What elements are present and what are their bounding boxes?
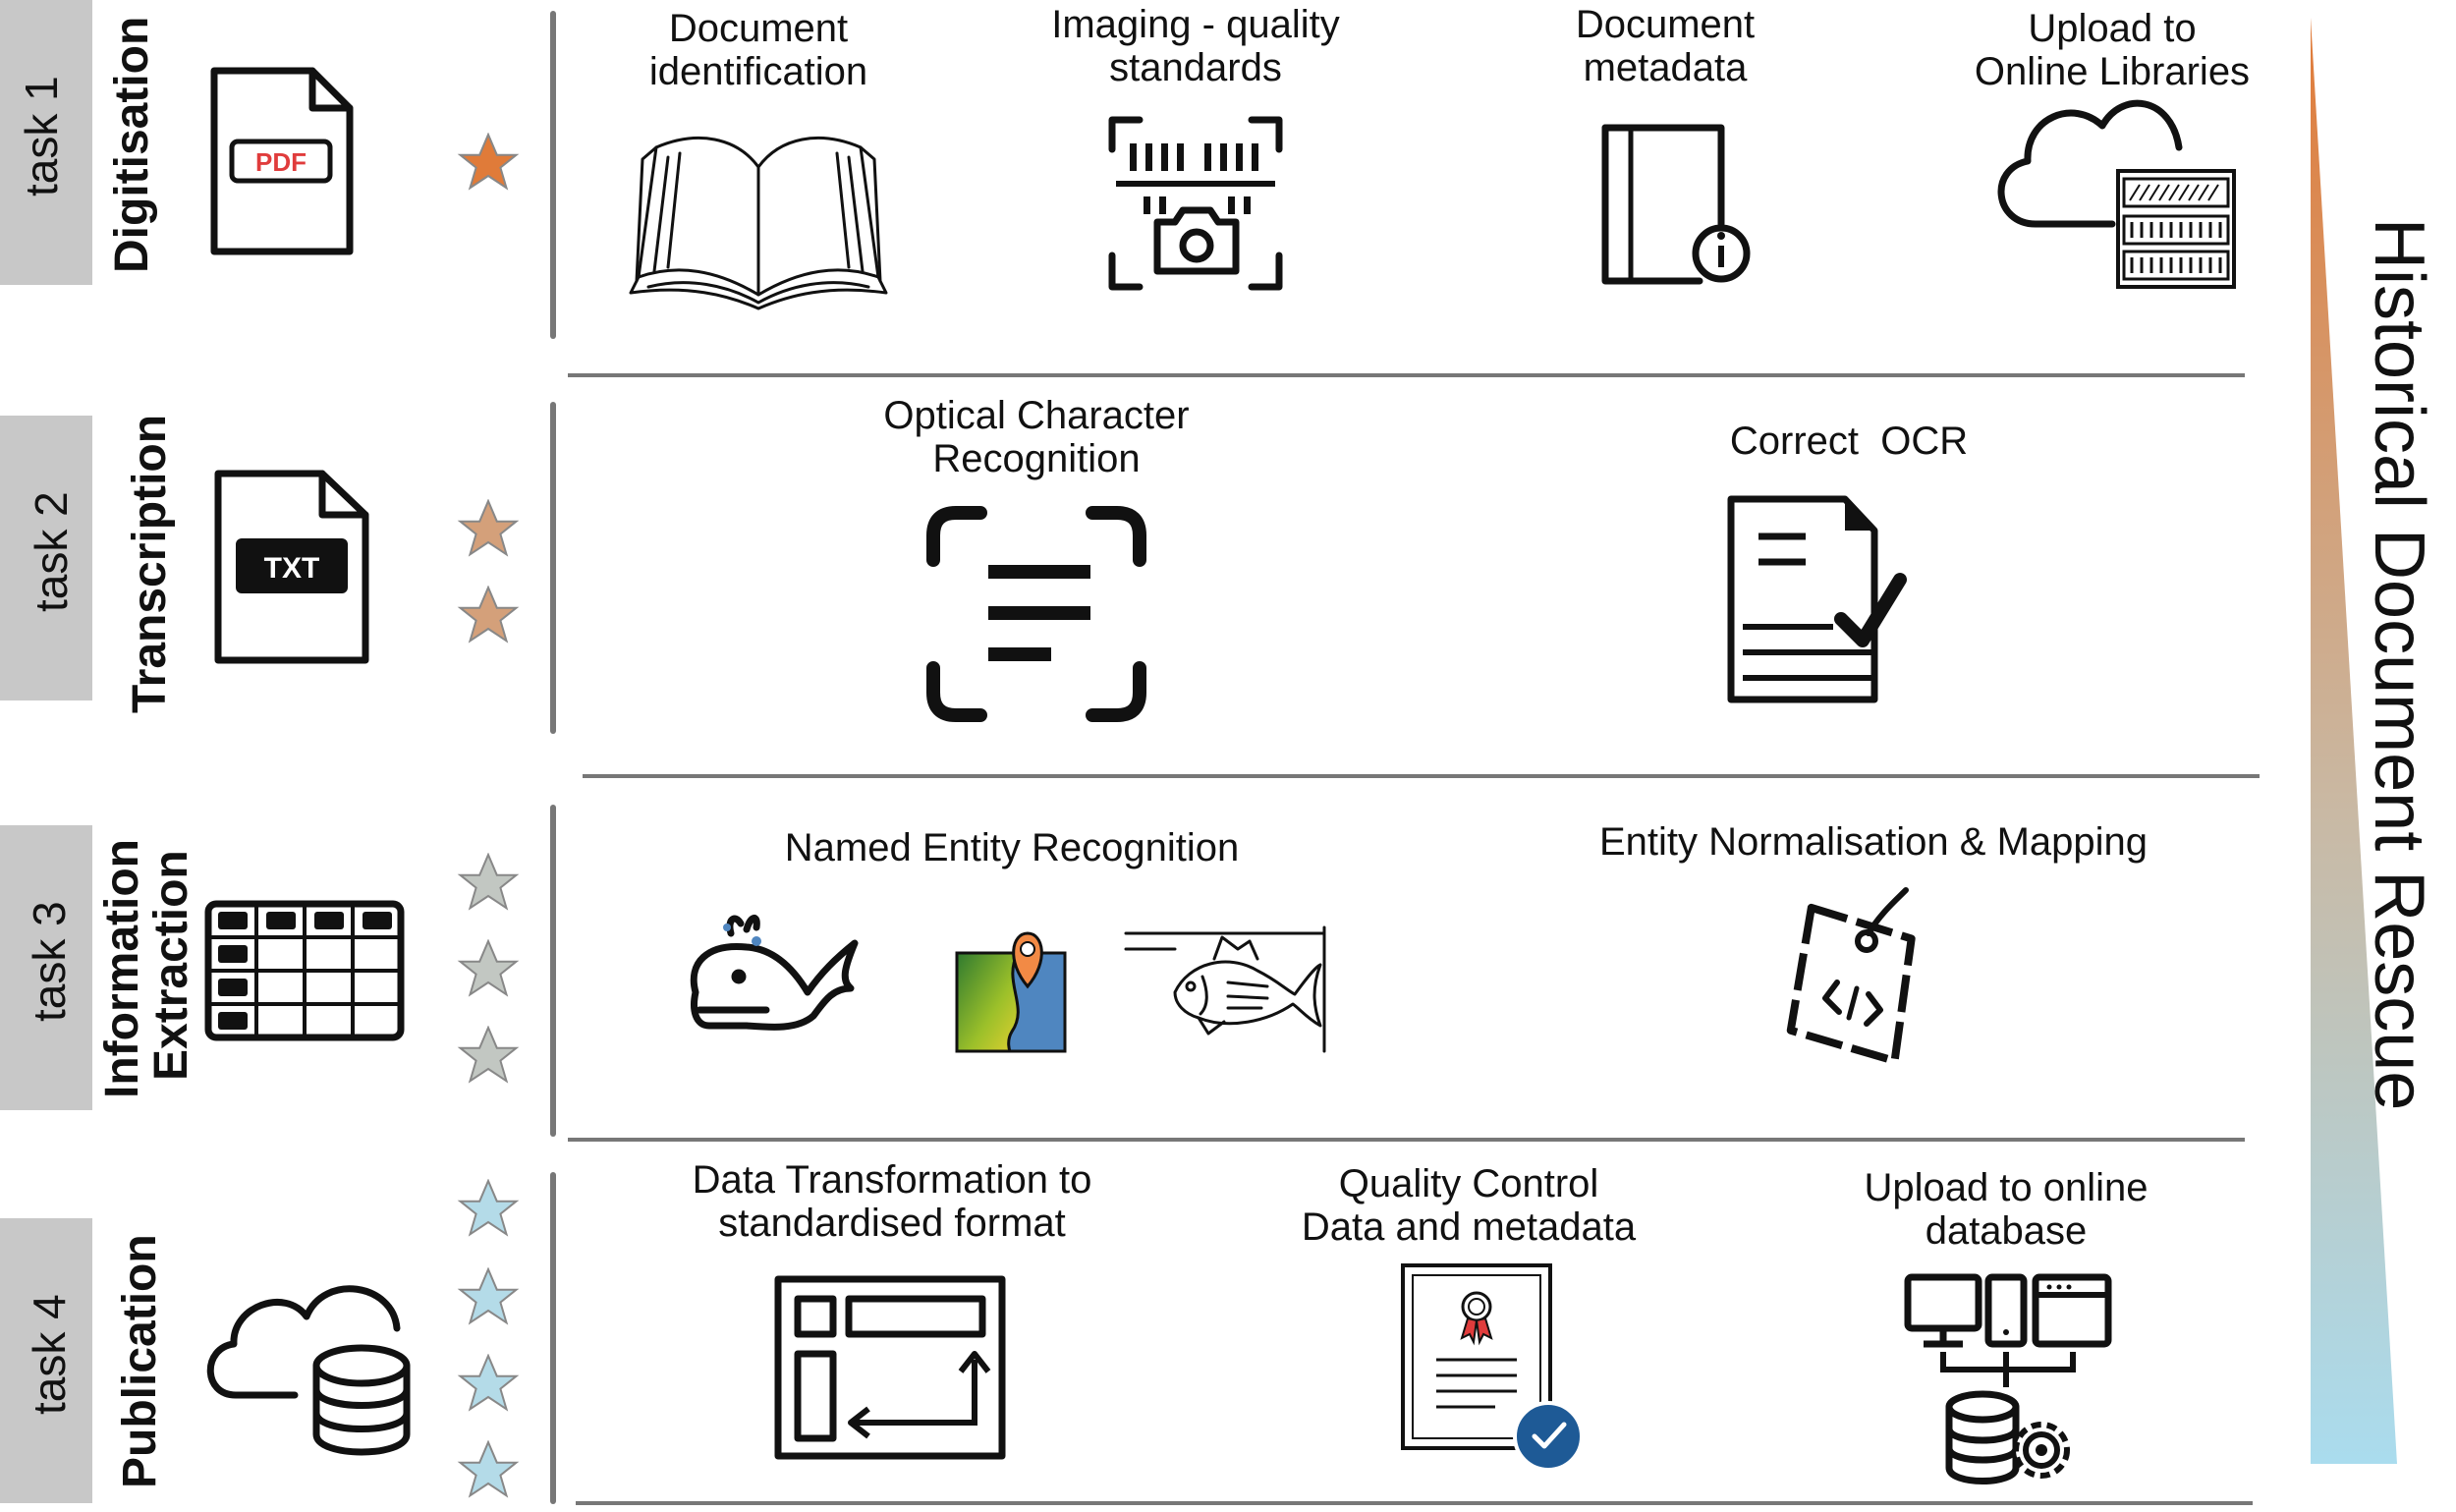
task-name-information: Information: [96, 839, 148, 1098]
pdf-label: PDF: [255, 147, 307, 177]
table-icon: [204, 900, 405, 1041]
star-icon: [459, 1027, 518, 1083]
txt-label: TXT: [264, 552, 320, 585]
star-rating-4: [459, 1180, 518, 1497]
document-check-icon: [1727, 495, 1907, 703]
step-label: Upload to: [2028, 7, 2196, 50]
progress-wedge: [2311, 18, 2397, 1464]
task-tab-label: task 3: [24, 901, 75, 1022]
task-tab-label: task 1: [16, 76, 67, 196]
fish-sketch-icon: [1124, 925, 1326, 1053]
star-icon: [459, 1441, 518, 1497]
layout-transform-icon: [774, 1275, 1006, 1460]
step-label: Document: [1576, 3, 1755, 46]
star-icon: [459, 940, 518, 996]
step-label: Named Entity Recognition: [785, 826, 1239, 869]
step-label: standardised format: [718, 1202, 1066, 1245]
task-tab-1: task 1: [0, 0, 92, 285]
star-icon: [459, 1268, 518, 1324]
step-label: Upload to online: [1864, 1166, 2148, 1209]
task-tab-2: task 2: [0, 416, 92, 700]
step-label: standards: [1109, 46, 1282, 89]
side-title: Historical Document Rescue: [2360, 218, 2438, 1110]
step-label: metadata: [1584, 46, 1749, 89]
star-icon: [459, 134, 518, 190]
barcode-camera-icon: [1108, 116, 1283, 291]
step-label: identification: [649, 50, 867, 93]
row-dividers: [568, 373, 2260, 1505]
step-label: Entity Normalisation & Mapping: [1599, 820, 2148, 864]
step-label: Imaging - quality: [1051, 3, 1339, 46]
step-label: Document: [669, 7, 848, 50]
star-icon: [459, 854, 518, 910]
task-tab-3: task 3: [0, 825, 92, 1110]
star-rating-3: [459, 854, 518, 1083]
code-tag-icon: [1786, 887, 1916, 1065]
star-rating-1: [459, 134, 518, 190]
whale-icon: [690, 915, 859, 1031]
task-tab-label: task 4: [24, 1294, 75, 1415]
step-label: Correct OCR: [1730, 420, 1968, 463]
pdf-file-icon: PDF: [210, 67, 354, 255]
star-icon: [459, 1180, 518, 1236]
task-tab-4: task 4: [0, 1218, 92, 1503]
step-label: Data Transformation to: [693, 1158, 1092, 1202]
star-rating-2: [459, 500, 518, 643]
open-book-icon: [629, 137, 888, 310]
star-icon: [459, 500, 518, 556]
step-label: Recognition: [932, 437, 1140, 480]
book-info-icon: [1601, 124, 1751, 285]
task-tab-label: task 2: [26, 491, 77, 612]
step-label: Quality Control: [1339, 1162, 1599, 1205]
task-name-transcription: Transcription: [124, 415, 176, 713]
map-icon: [955, 931, 1067, 1053]
whale-map-fish-icons: [690, 915, 1326, 1053]
step-label: Data and metadata: [1302, 1205, 1637, 1249]
step-label: Online Libraries: [1975, 50, 2250, 93]
step-label: database: [1926, 1209, 2088, 1253]
txt-file-icon: TXT: [214, 470, 369, 664]
task-name-publication: Publication: [114, 1234, 166, 1488]
step-label: Optical Character: [883, 394, 1189, 437]
task-name-extraction: Extraction: [145, 850, 197, 1081]
ocr-scan-icon: [926, 506, 1146, 722]
network-database-icon: [1904, 1273, 2112, 1484]
cloud-library-icon: [1997, 99, 2236, 289]
cloud-database-icon: [206, 1285, 411, 1456]
star-icon: [459, 587, 518, 643]
star-icon: [459, 1355, 518, 1411]
certificate-check-icon: [1401, 1263, 1584, 1472]
task-name-digitisation: Digitisation: [106, 17, 158, 273]
